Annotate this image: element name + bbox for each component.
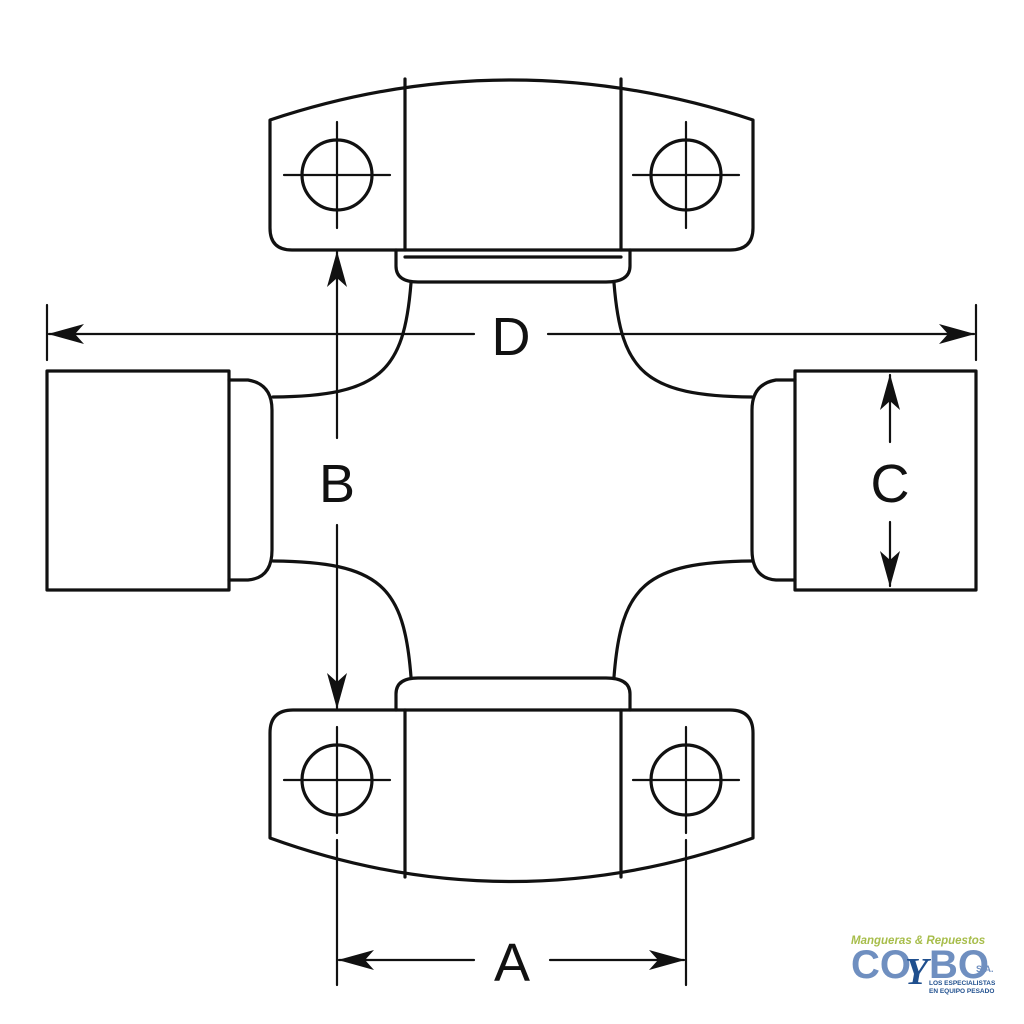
logo-tagline: Mangueras & Repuestos [851,935,985,947]
right-bearing-cup [750,369,978,592]
left-bearing-cup [45,369,274,592]
dimension-d-label: D [492,307,531,367]
coybo-logo: Mangueras & Repuestos CO Y BO S.A. LOS E… [851,935,996,995]
cross-body [271,281,754,679]
logo-brand-right: BO [929,943,989,987]
logo-brand-left: CO [851,943,911,987]
dimension-b-label: B [319,454,355,514]
bolt-hole-top-left [282,120,392,230]
bolt-hole-bottom-left [282,725,392,835]
dimension-a: A [335,838,688,993]
bottom-bearing-strap [268,676,755,884]
bolt-hole-top-right [631,120,741,230]
logo-suffix: S.A. [976,964,994,974]
dimension-d: D [45,303,978,367]
bolt-hole-bottom-right [631,725,741,835]
dimension-a-label: A [494,933,530,993]
top-bearing-strap [268,77,755,284]
dimension-c-label: C [871,454,910,514]
dimension-b: B [319,250,355,710]
logo-brand-mid: Y [905,951,932,993]
logo-sub-line2: EN EQUIPO PESADO [929,988,994,995]
logo-sub-line1: LOS ESPECIALISTAS [929,980,996,987]
dimension-c: C [871,373,910,588]
